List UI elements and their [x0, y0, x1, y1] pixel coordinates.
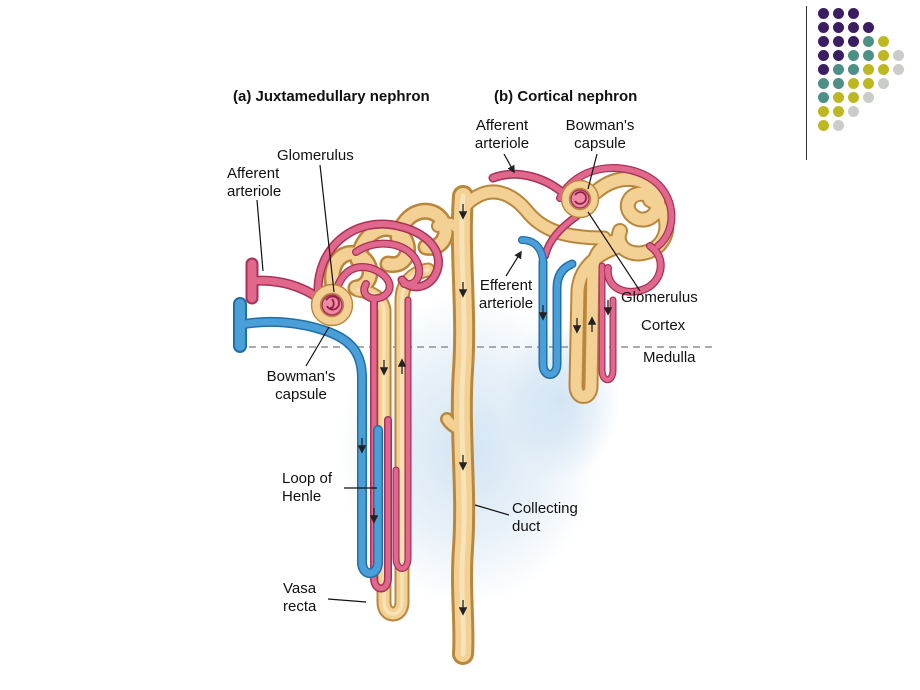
decor-dot [848, 50, 859, 61]
label-glomerulus-right: Glomerulus [621, 289, 698, 306]
decor-dot [818, 36, 829, 47]
decor-dot [848, 92, 859, 103]
label-efferent-arteriole: Efferent arteriole [478, 277, 534, 312]
label-medulla: Medulla [643, 349, 696, 366]
bowmans-capsule-right [560, 179, 600, 219]
bowmans-capsule-left [310, 283, 354, 327]
decor-dot [833, 92, 844, 103]
label-vasa-recta: Vasa recta [283, 580, 317, 615]
leader-lines [256, 153, 641, 603]
label-afferent-arteriole-right: Afferent arteriole [474, 117, 530, 152]
decor-dot [833, 8, 844, 19]
decor-dot [863, 64, 874, 75]
diagram-title-juxtamedullary: (a) Juxtamedullary nephron [233, 88, 430, 105]
decor-dot [818, 92, 829, 103]
decor-dot [878, 50, 889, 61]
decor-dot [833, 106, 844, 117]
decor-dot [833, 36, 844, 47]
decor-dot [878, 64, 889, 75]
decor-dot [848, 36, 859, 47]
decor-dot [863, 92, 874, 103]
label-loop-of-henle: Loop of Henle [282, 470, 333, 505]
decor-dot [878, 36, 889, 47]
decor-dot [833, 78, 844, 89]
label-afferent-arteriole-left: Afferent arteriole [227, 165, 282, 200]
decor-dot [893, 64, 904, 75]
diagram-title-cortical: (b) Cortical nephron [494, 88, 638, 105]
label-cortex: Cortex [641, 317, 686, 334]
decor-dot [833, 64, 844, 75]
template-dot-pattern [818, 8, 920, 153]
decor-dot [818, 50, 829, 61]
template-divider-line [806, 6, 807, 160]
decor-dot [818, 120, 829, 131]
decor-dot [878, 78, 889, 89]
decor-dot [848, 22, 859, 33]
decor-dot [863, 78, 874, 89]
decor-dot [893, 50, 904, 61]
decor-dot [848, 78, 859, 89]
decor-dot [848, 8, 859, 19]
decor-dot [833, 120, 844, 131]
decor-dot [818, 22, 829, 33]
label-glomerulus-left: Glomerulus [277, 147, 354, 164]
decor-dot [863, 50, 874, 61]
decor-dot [818, 8, 829, 19]
decor-dot [848, 106, 859, 117]
decor-dot [818, 78, 829, 89]
decor-dot [818, 64, 829, 75]
flow-arrows [357, 204, 613, 616]
decor-dot [833, 50, 844, 61]
decor-dot [833, 22, 844, 33]
decor-dot [863, 36, 874, 47]
decor-dot [863, 22, 874, 33]
decor-dot [848, 64, 859, 75]
decor-dot [818, 106, 829, 117]
label-collecting-duct: Collecting duct [512, 500, 578, 535]
label-bowmans-capsule-left: Bowman's capsule [266, 368, 336, 403]
label-bowmans-capsule-right: Bowman's capsule [565, 117, 635, 152]
